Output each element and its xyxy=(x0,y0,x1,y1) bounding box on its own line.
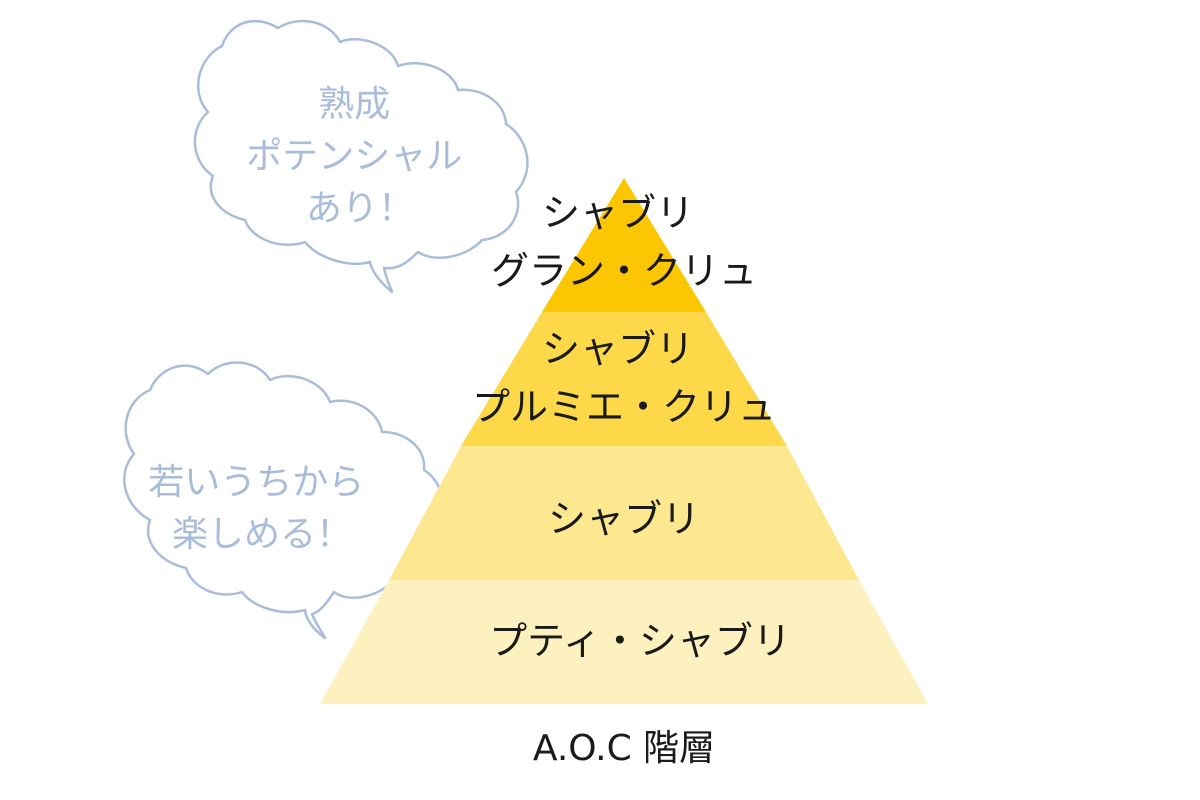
tier-petit-chablis xyxy=(320,580,928,704)
svg-text:シャブリ グラン・クリュ: シャブリ グラン・クリュ xyxy=(491,191,757,293)
tier-premier-cru-line-2: プルミエ・クリュ xyxy=(472,385,776,429)
cloud-top-line-1: 熟成 xyxy=(318,84,390,125)
tier-premier-cru xyxy=(461,312,787,446)
tier-chablis-line-1: シャブリ xyxy=(548,497,700,541)
svg-text:若いうちから 楽しめる！: 若いうちから 楽しめる！ xyxy=(148,462,375,555)
svg-text:シャブリ プルミエ・クリュ: シャブリ プルミエ・クリュ xyxy=(472,327,776,429)
cloud-outline-top xyxy=(193,19,529,294)
tier-grand-cru xyxy=(542,178,706,312)
thought-bubble-top: 熟成 ポテンシャル あり！ xyxy=(193,19,529,294)
svg-text:プティ・シャブリ: プティ・シャブリ xyxy=(489,619,791,663)
cloud-bottom-line-1: 若いうちから xyxy=(148,462,364,503)
pyramid-caption: A.O.C 階層 xyxy=(533,728,715,769)
tier-grand-cru-line-1: シャブリ xyxy=(542,191,694,235)
thought-bubble-bottom: 若いうちから 楽しめる！ xyxy=(123,361,444,640)
pyramid: シャブリ グラン・クリュ シャブリ プルミエ・クリュ シャブリ プティ・シャブリ xyxy=(320,178,928,704)
tier-premier-cru-line-1: シャブリ xyxy=(542,327,694,371)
cloud-top-line-3: あり！ xyxy=(306,188,414,229)
cloud-top-line-2: ポテンシャル xyxy=(246,136,462,177)
tier-petit-chablis-line-1: プティ・シャブリ xyxy=(489,619,791,663)
tier-grand-cru-line-2: グラン・クリュ xyxy=(491,249,757,293)
cloud-bottom-line-2: 楽しめる！ xyxy=(172,514,352,555)
tier-chablis xyxy=(389,446,859,580)
svg-text:シャブリ: シャブリ xyxy=(548,497,700,541)
svg-text:熟成 ポテンシャル あり！: 熟成 ポテンシャル あり！ xyxy=(246,84,473,229)
